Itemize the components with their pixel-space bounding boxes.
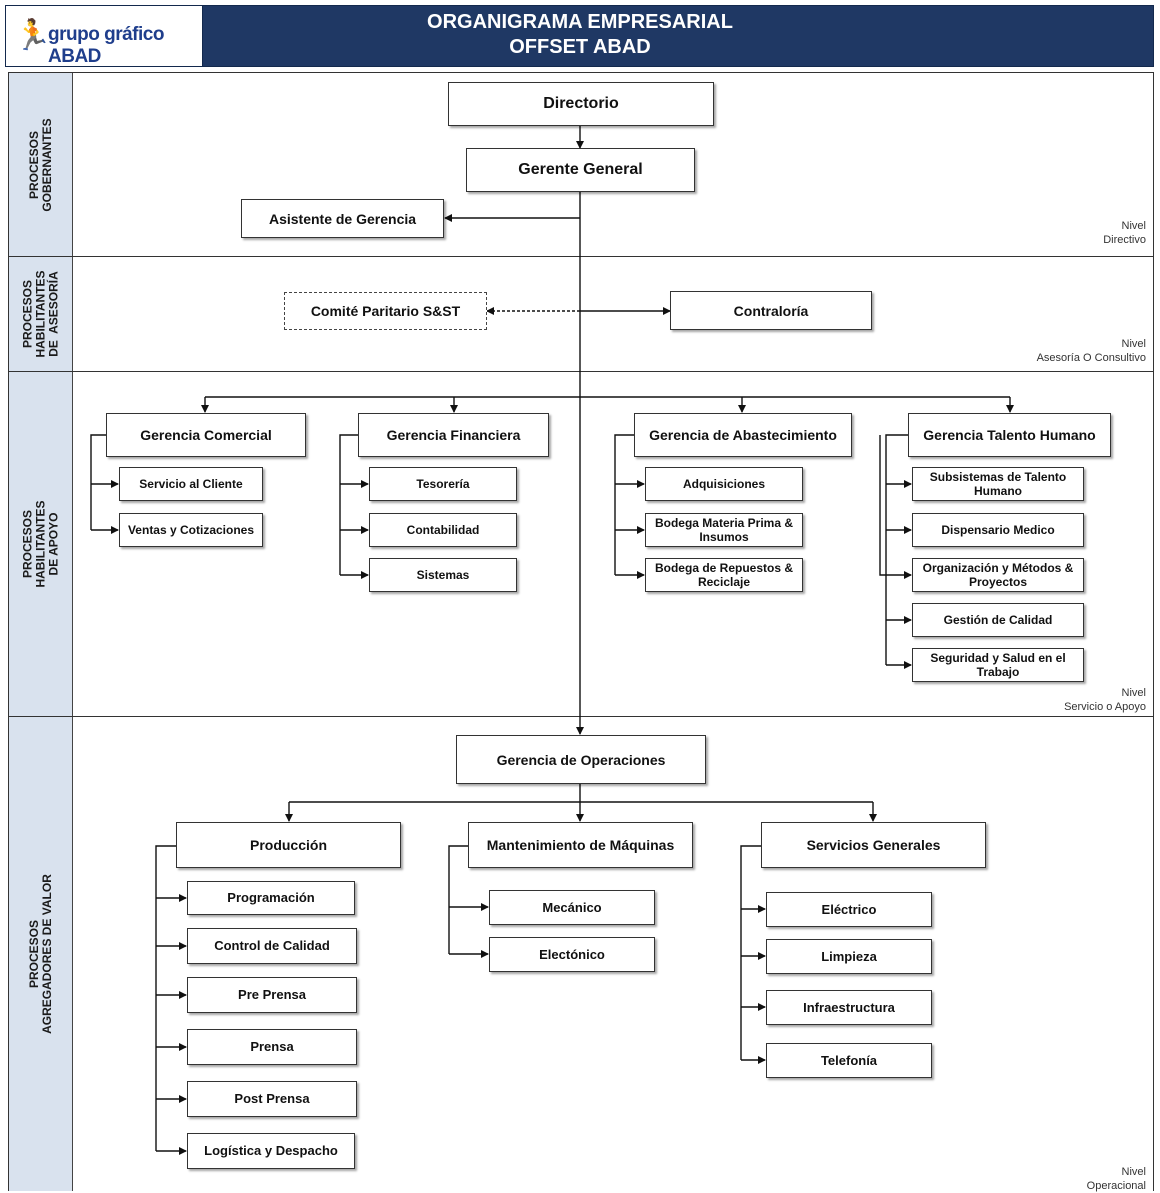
node-logistica-despacho: Logística y Despacho — [187, 1133, 355, 1169]
node-produccion: Producción — [176, 822, 401, 868]
node-adquisiciones: Adquisiciones — [645, 467, 803, 501]
band-apoyo: PROCESOS HABILITANTES DE APOYO — [9, 372, 73, 716]
node-control-calidad: Control de Calidad — [187, 928, 357, 964]
node-mantenimiento-maquinas: Mantenimiento de Máquinas — [468, 822, 693, 868]
node-bodega-repuestos: Bodega de Repuestos & Reciclaje — [645, 558, 803, 592]
node-gerente-general: Gerente General — [466, 148, 695, 192]
band-valor: PROCESOS AGREGADORES DE VALOR — [9, 717, 73, 1191]
node-contraloria: Contraloría — [670, 291, 872, 330]
node-organizacion-metodos: Organización y Métodos & Proyectos — [912, 558, 1084, 592]
logo-text: grupo gráfico ABAD — [48, 24, 164, 67]
level-asesoria: Nivel Asesoría O Consultivo — [1036, 338, 1146, 364]
chart-frame — [8, 72, 1154, 1191]
divider-1 — [9, 256, 1154, 257]
title-line-2: OFFSET ABAD — [509, 36, 651, 58]
node-gerencia-operaciones: Gerencia de Operaciones — [456, 735, 706, 784]
node-directorio: Directorio — [448, 82, 714, 126]
node-telefonia: Telefonía — [766, 1043, 932, 1078]
node-dispensario-medico: Dispensario Medico — [912, 513, 1084, 547]
level-directivo: Nivel Directivo — [1103, 220, 1146, 246]
title-line-1: ORGANIGRAMA EMPRESARIAL — [427, 11, 733, 33]
node-servicios-generales: Servicios Generales — [761, 822, 986, 868]
band-asesoria: PROCESOS HABILITANTES DE ASESORÍA — [9, 257, 73, 371]
node-ventas-cotizaciones: Ventas y Cotizaciones — [119, 513, 263, 547]
node-pre-prensa: Pre Prensa — [187, 977, 357, 1013]
node-programacion: Programación — [187, 881, 355, 915]
node-bodega-materia-prima: Bodega Materia Prima & Insumos — [645, 513, 803, 547]
node-contabilidad: Contabilidad — [369, 513, 517, 547]
node-limpieza: Limpieza — [766, 939, 932, 974]
company-logo: 🏃 grupo gráfico ABAD — [5, 5, 203, 67]
level-operacional: Nivel Operacional — [1086, 1166, 1146, 1192]
divider-3 — [9, 716, 1154, 717]
node-prensa: Prensa — [187, 1029, 357, 1065]
node-tesoreria: Tesorería — [369, 467, 517, 501]
divider-2 — [9, 371, 1154, 372]
node-subsistemas-talento: Subsistemas de Talento Humano — [912, 467, 1084, 501]
node-servicio-cliente: Servicio al Cliente — [119, 467, 263, 501]
page-title: ORGANIGRAMA EMPRESARIAL OFFSET ABAD — [205, 10, 955, 60]
node-gerencia-abastecimiento: Gerencia de Abastecimiento — [634, 413, 852, 457]
node-gerencia-financiera: Gerencia Financiera — [358, 413, 549, 457]
node-post-prensa: Post Prensa — [187, 1081, 357, 1117]
node-gerencia-talento-humano: Gerencia Talento Humano — [908, 413, 1111, 457]
node-seguridad-salud: Seguridad y Salud en el Trabajo — [912, 648, 1084, 682]
node-comite-paritario: Comité Paritario S&ST — [284, 292, 487, 330]
band-gobernantes: PROCESOS GOBERNANTES — [9, 73, 73, 256]
level-apoyo: Nivel Servicio o Apoyo — [1064, 687, 1146, 713]
node-mecanico: Mecánico — [489, 890, 655, 925]
node-gestion-calidad: Gestión de Calidad — [912, 603, 1084, 637]
runner-logo-icon: 🏃 — [14, 18, 52, 53]
node-asistente-gerencia: Asistente de Gerencia — [241, 199, 444, 238]
node-electrico: Eléctrico — [766, 892, 932, 927]
node-infraestructura: Infraestructura — [766, 990, 932, 1025]
node-electronico: Electónico — [489, 937, 655, 972]
node-sistemas: Sistemas — [369, 558, 517, 592]
node-gerencia-comercial: Gerencia Comercial — [106, 413, 306, 457]
